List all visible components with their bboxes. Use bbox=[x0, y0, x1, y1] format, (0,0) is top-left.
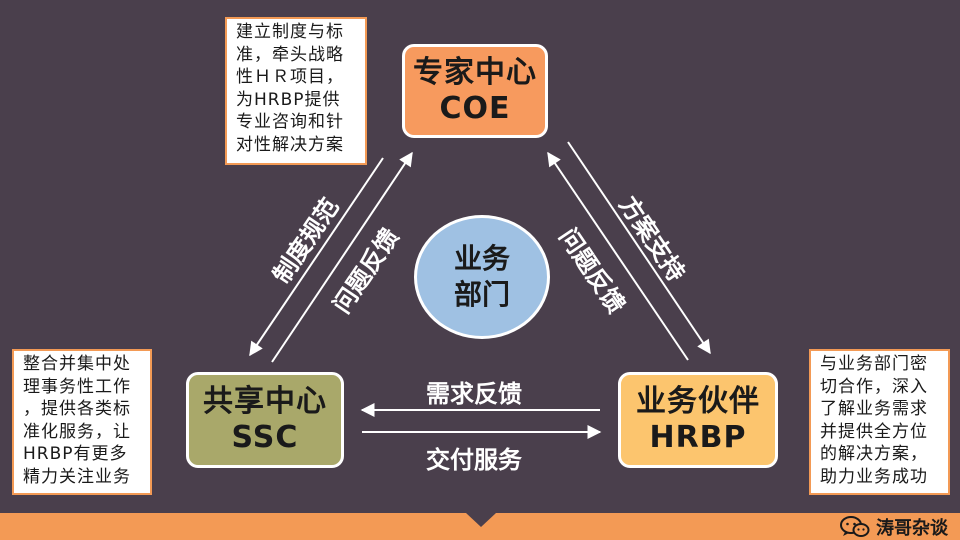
note-hrbp-line: 助力业务成功 bbox=[820, 466, 928, 487]
note-hrbp-line: 与业务部门密 bbox=[820, 354, 928, 374]
note-hrbp: 与业务部门密 切合作，深入 了解业务需求 并提供全方位 的解决方案， 助力业务成… bbox=[809, 349, 950, 495]
node-ssc-title: 共享中心 bbox=[203, 384, 327, 419]
node-hrbp-title: 业务伙伴 bbox=[636, 384, 760, 419]
node-ssc: 共享中心 SSC bbox=[186, 372, 344, 468]
note-ssc-line: HRBP有更多 bbox=[23, 444, 128, 464]
note-hrbp-line: 并提供全方位 bbox=[820, 421, 928, 442]
note-hrbp-line: 切合作，深入 bbox=[820, 376, 928, 397]
note-ssc-line: 精力关注业务 bbox=[23, 466, 131, 487]
wechat-icon bbox=[840, 516, 870, 537]
note-coe: 建立制度与标 准，牵头战略 性ＨＲ项目， 为HRBP提供 专业咨询和针 对性解决… bbox=[225, 17, 367, 165]
node-coe-subtitle: COE bbox=[439, 91, 511, 126]
note-ssc-line: 准化服务，让 bbox=[23, 421, 131, 442]
note-coe-line: 为HRBP提供 bbox=[236, 89, 341, 110]
center-business-unit: 业务 部门 bbox=[414, 215, 550, 339]
note-coe-line: 准，牵头战略 bbox=[236, 44, 344, 65]
note-hrbp-line: 的解决方案， bbox=[820, 444, 928, 464]
arrow-ssc-to-coe bbox=[271, 151, 413, 363]
node-hrbp: 业务伙伴 HRBP bbox=[618, 372, 778, 468]
node-coe-title: 专家中心 bbox=[413, 55, 537, 90]
note-ssc: 整合并集中处 理事务性工作 ，提供各类标 准化服务，让 HRBP有更多 精力关注… bbox=[12, 349, 152, 495]
center-line-2: 部门 bbox=[453, 278, 510, 311]
node-coe: 专家中心 COE bbox=[402, 44, 548, 138]
node-hrbp-subtitle: HRBP bbox=[649, 420, 747, 455]
brand: 涛哥杂谈 bbox=[840, 515, 948, 539]
bottom-notch bbox=[466, 513, 496, 527]
node-ssc-subtitle: SSC bbox=[231, 420, 299, 455]
arrow-hrbp-to-coe bbox=[547, 151, 689, 361]
brand-name: 涛哥杂谈 bbox=[876, 518, 948, 539]
note-coe-line: 专业咨询和针 bbox=[236, 112, 344, 132]
note-coe-line: 建立制度与标 bbox=[236, 22, 344, 42]
note-coe-line: 性ＨＲ项目， bbox=[236, 67, 344, 87]
edge-label-ssc-to-hrbp: 交付服务 bbox=[426, 446, 522, 474]
note-ssc-line: ，提供各类标 bbox=[23, 399, 131, 419]
arrow-coe-to-hrbp bbox=[567, 141, 711, 355]
center-line-1: 业务 bbox=[453, 242, 510, 275]
note-ssc-line: 整合并集中处 bbox=[23, 354, 131, 374]
note-ssc-line: 理事务性工作 bbox=[23, 376, 131, 397]
note-coe-line: 对性解决方案 bbox=[236, 134, 344, 155]
edge-label-hrbp-to-ssc: 需求反馈 bbox=[426, 380, 522, 408]
note-hrbp-line: 了解业务需求 bbox=[820, 399, 928, 419]
arrow-coe-to-ssc bbox=[249, 157, 384, 357]
